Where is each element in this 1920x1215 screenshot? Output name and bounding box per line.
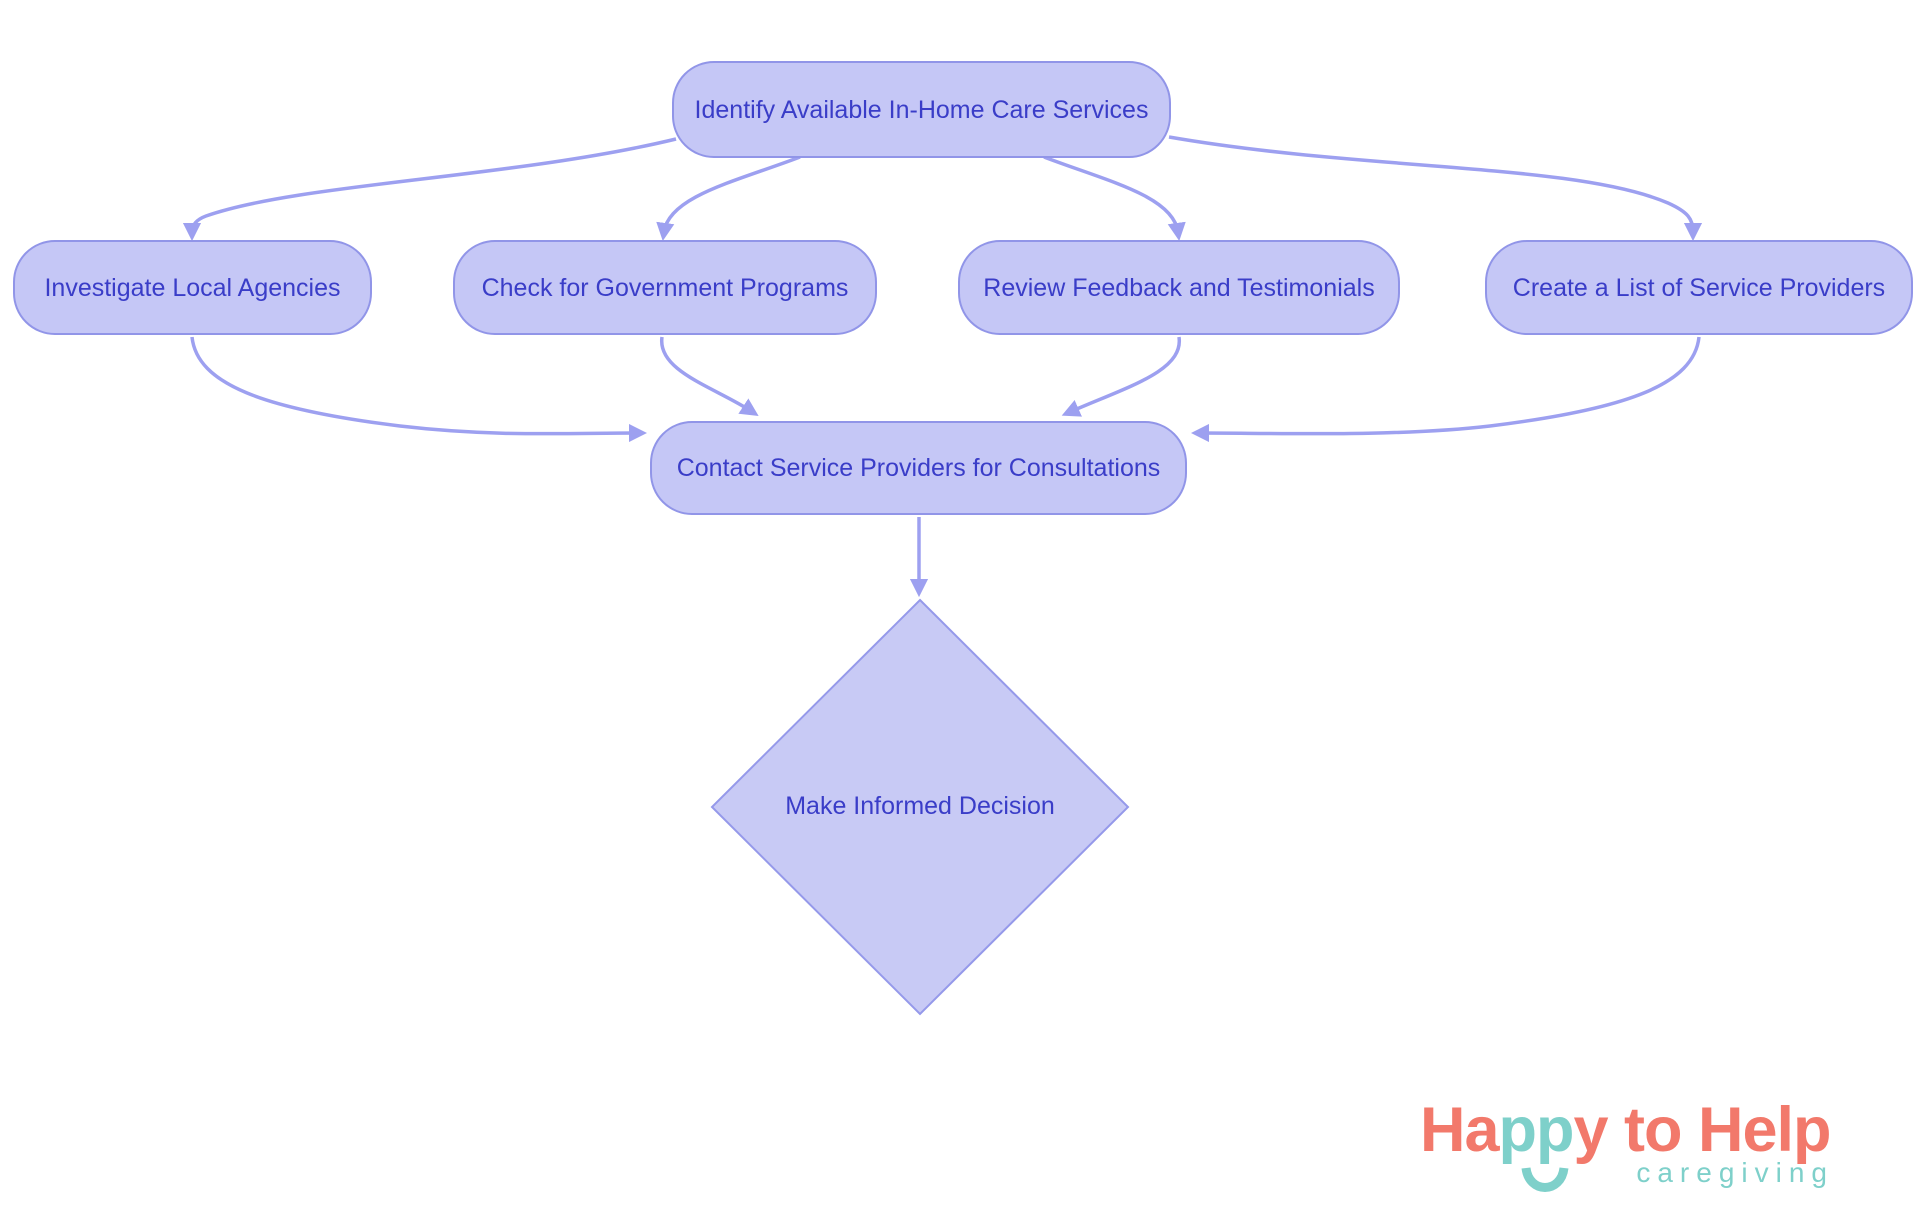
edge-identify-investigate (182, 137, 677, 242)
node-contact: Contact Service Providers for Consultati… (650, 421, 1187, 515)
logo-title-segment: y to Help (1573, 1095, 1832, 1165)
node-feedback: Review Feedback and Testimonials (958, 240, 1400, 335)
node-government-label: Check for Government Programs (481, 273, 849, 302)
logo-subtitle: caregiving (1636, 1157, 1834, 1189)
edge-government-contact (660, 336, 759, 416)
logo-title-segment: pp (1498, 1095, 1575, 1165)
node-investigate: Investigate Local Agencies (13, 240, 372, 335)
edge-feedback-contact (1061, 336, 1181, 417)
logo-title-segment: Ha (1420, 1095, 1500, 1165)
node-decision-label: Make Informed Decision (785, 792, 1055, 820)
edge-identify-list (1168, 135, 1703, 242)
node-government: Check for Government Programs (453, 240, 877, 335)
node-identify: Identify Available In-Home Care Services (672, 61, 1171, 158)
edge-identify-government (656, 155, 801, 242)
node-contact-label: Contact Service Providers for Consultati… (676, 454, 1161, 482)
node-identify-label: Identify Available In-Home Care Services (694, 95, 1149, 124)
node-list-label: Create a List of Service Providers (1512, 273, 1886, 302)
smile-icon (1521, 1167, 1569, 1192)
edge-investigate-contact (190, 336, 648, 443)
edge-identify-feedback (1043, 155, 1186, 242)
logo-title: Happy to Help (1420, 1095, 1890, 1165)
node-feedback-label: Review Feedback and Testimonials (983, 273, 1375, 302)
edge-list-contact (1190, 336, 1701, 443)
happy-to-help-logo: Happy to Help caregiving (1420, 1095, 1890, 1192)
node-list: Create a List of Service Providers (1485, 240, 1913, 335)
node-investigate-label: Investigate Local Agencies (44, 273, 341, 302)
